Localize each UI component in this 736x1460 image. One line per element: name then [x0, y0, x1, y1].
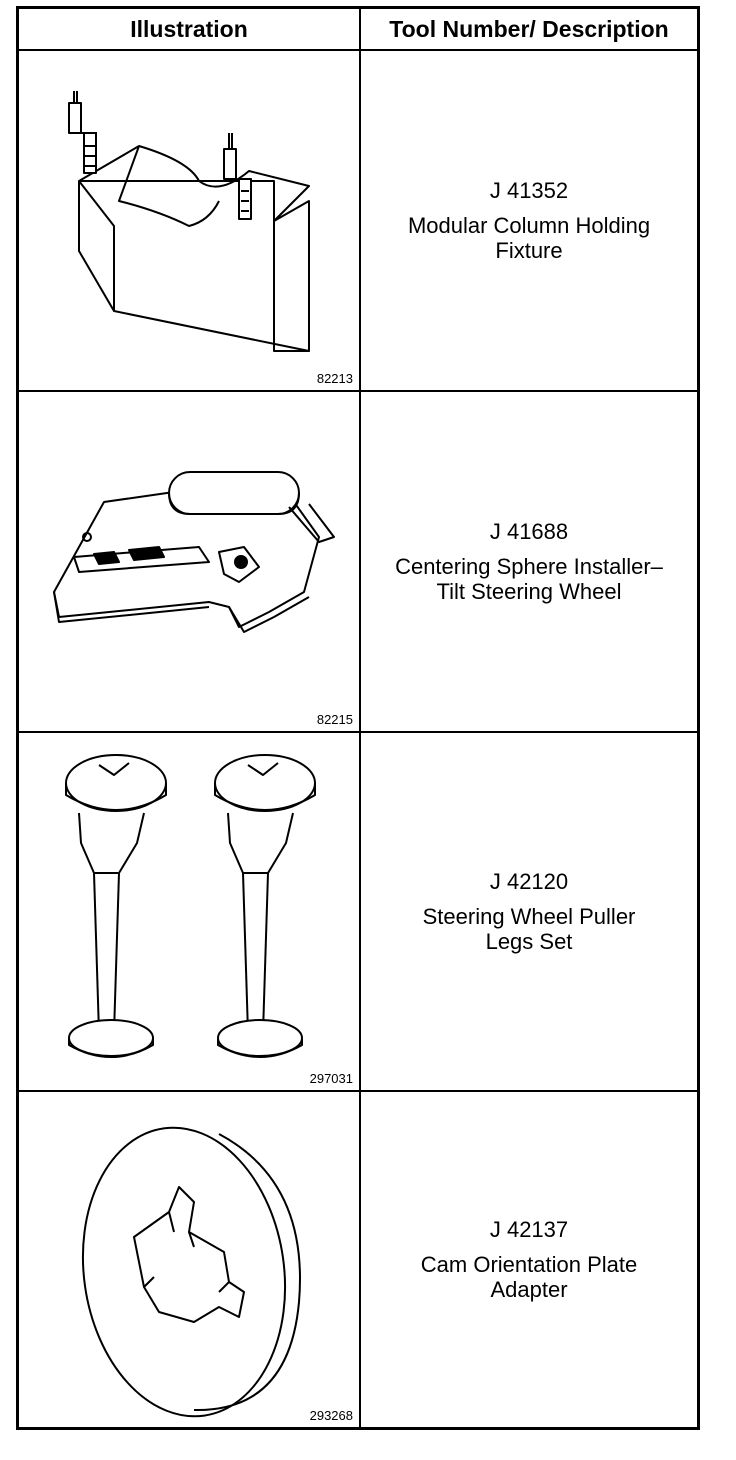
description-cell: J 41688 Centering Sphere Installer– Tilt…: [361, 392, 697, 731]
tool-description-line: Tilt Steering Wheel: [436, 579, 622, 604]
illustration-cell: 82215: [19, 392, 359, 731]
table-row: 297031 J 42120 Steering Wheel Puller Leg…: [19, 733, 697, 1090]
description-cell: J 41352 Modular Column Holding Fixture: [361, 51, 697, 390]
figure-number: 293268: [309, 1408, 353, 1423]
tool-table: Illustration Tool Number/ Description 82…: [16, 6, 700, 1430]
tool-number: J 41688: [489, 519, 569, 544]
puller-legs-icon: [65, 754, 316, 1058]
row-divider: [19, 390, 697, 392]
description-cell: J 42137 Cam Orientation Plate Adapter: [361, 1092, 697, 1427]
holding-fixture-icon: [68, 91, 310, 352]
tool-description-line: Cam Orientation Plate: [420, 1252, 638, 1277]
table-row: 82213 J 41352 Modular Column Holding Fix…: [19, 51, 697, 390]
tool-description-line: Adapter: [490, 1277, 568, 1302]
illustration-cell: 293268: [19, 1092, 359, 1427]
header-illustration: Illustration: [130, 15, 248, 42]
header-tool-description: Tool Number/ Description: [389, 15, 669, 42]
tool-number: J 42137: [489, 1217, 569, 1242]
figure-number: 82213: [316, 371, 353, 386]
column-divider: [359, 9, 361, 1427]
illustration-cell: 82213: [19, 51, 359, 390]
tool-number: J 41352: [489, 178, 569, 203]
row-divider: [19, 1090, 697, 1092]
figure-number: 82215: [316, 712, 353, 727]
tool-description-line: Legs Set: [485, 929, 573, 954]
figure-number: 297031: [309, 1071, 353, 1086]
illustration-cell: 297031: [19, 733, 359, 1090]
row-divider: [19, 731, 697, 733]
table-row: 82215 J 41688 Centering Sphere Installer…: [19, 392, 697, 731]
tool-number: J 42120: [489, 869, 569, 894]
row-divider: [19, 49, 697, 51]
table-row: 293268 J 42137 Cam Orientation Plate Ada…: [19, 1092, 697, 1427]
tool-description-line: Modular Column Holding: [407, 213, 651, 238]
description-cell: J 42120 Steering Wheel Puller Legs Set: [361, 733, 697, 1090]
tool-description-line: Centering Sphere Installer–: [395, 554, 663, 579]
orientation-plate-icon: [81, 1126, 301, 1418]
tool-description-line: Steering Wheel Puller: [422, 904, 636, 929]
sphere-installer-icon: [53, 471, 335, 633]
tool-description-line: Fixture: [495, 238, 563, 263]
